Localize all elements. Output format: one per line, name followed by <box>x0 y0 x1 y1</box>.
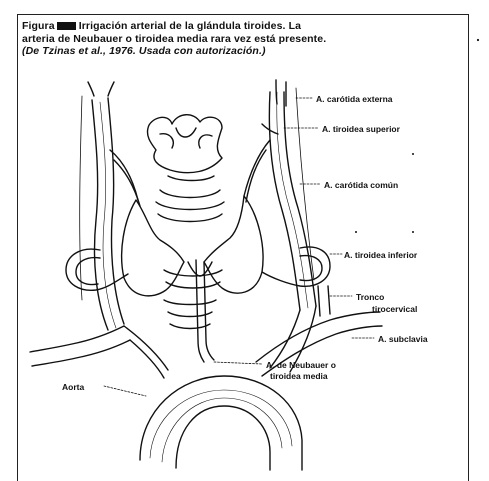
right-subclavian-artery <box>256 312 380 362</box>
thyroid-left-lobe <box>122 200 184 296</box>
label-neubauer-line2: tiroidea media <box>270 371 328 381</box>
left-carotid-artery <box>92 100 108 330</box>
right-superior-thyroid-artery <box>244 140 270 196</box>
label-tronco-line1: Tronco <box>356 292 384 302</box>
leader-neubauer <box>214 362 262 364</box>
label-subclavia: A. subclavia <box>378 334 428 344</box>
right-external-carotid <box>276 80 277 104</box>
right-carotid-artery-inner <box>284 92 316 306</box>
label-tronco-line2: tirocervical <box>372 304 417 314</box>
trachea <box>160 190 220 198</box>
thyroid-right-lobe <box>204 196 263 293</box>
thyrocervical-trunk <box>318 286 320 316</box>
left-carotid-artery-inner <box>108 98 124 324</box>
thyroid-cartilage <box>147 115 222 173</box>
label-neubauer-line1: A. de Neubauer o <box>266 360 336 370</box>
left-external-carotid <box>88 82 94 96</box>
label-carotida-comun: A. carótida común <box>324 180 398 190</box>
label-aorta: Aorta <box>62 382 84 392</box>
label-tiroidea-inferior: A. tiroidea inferior <box>344 250 418 260</box>
label-tiroidea-superior: A. tiroidea superior <box>322 124 401 134</box>
label-carotida-externa: A. carótida externa <box>316 94 393 104</box>
leader-aorta <box>104 386 146 396</box>
